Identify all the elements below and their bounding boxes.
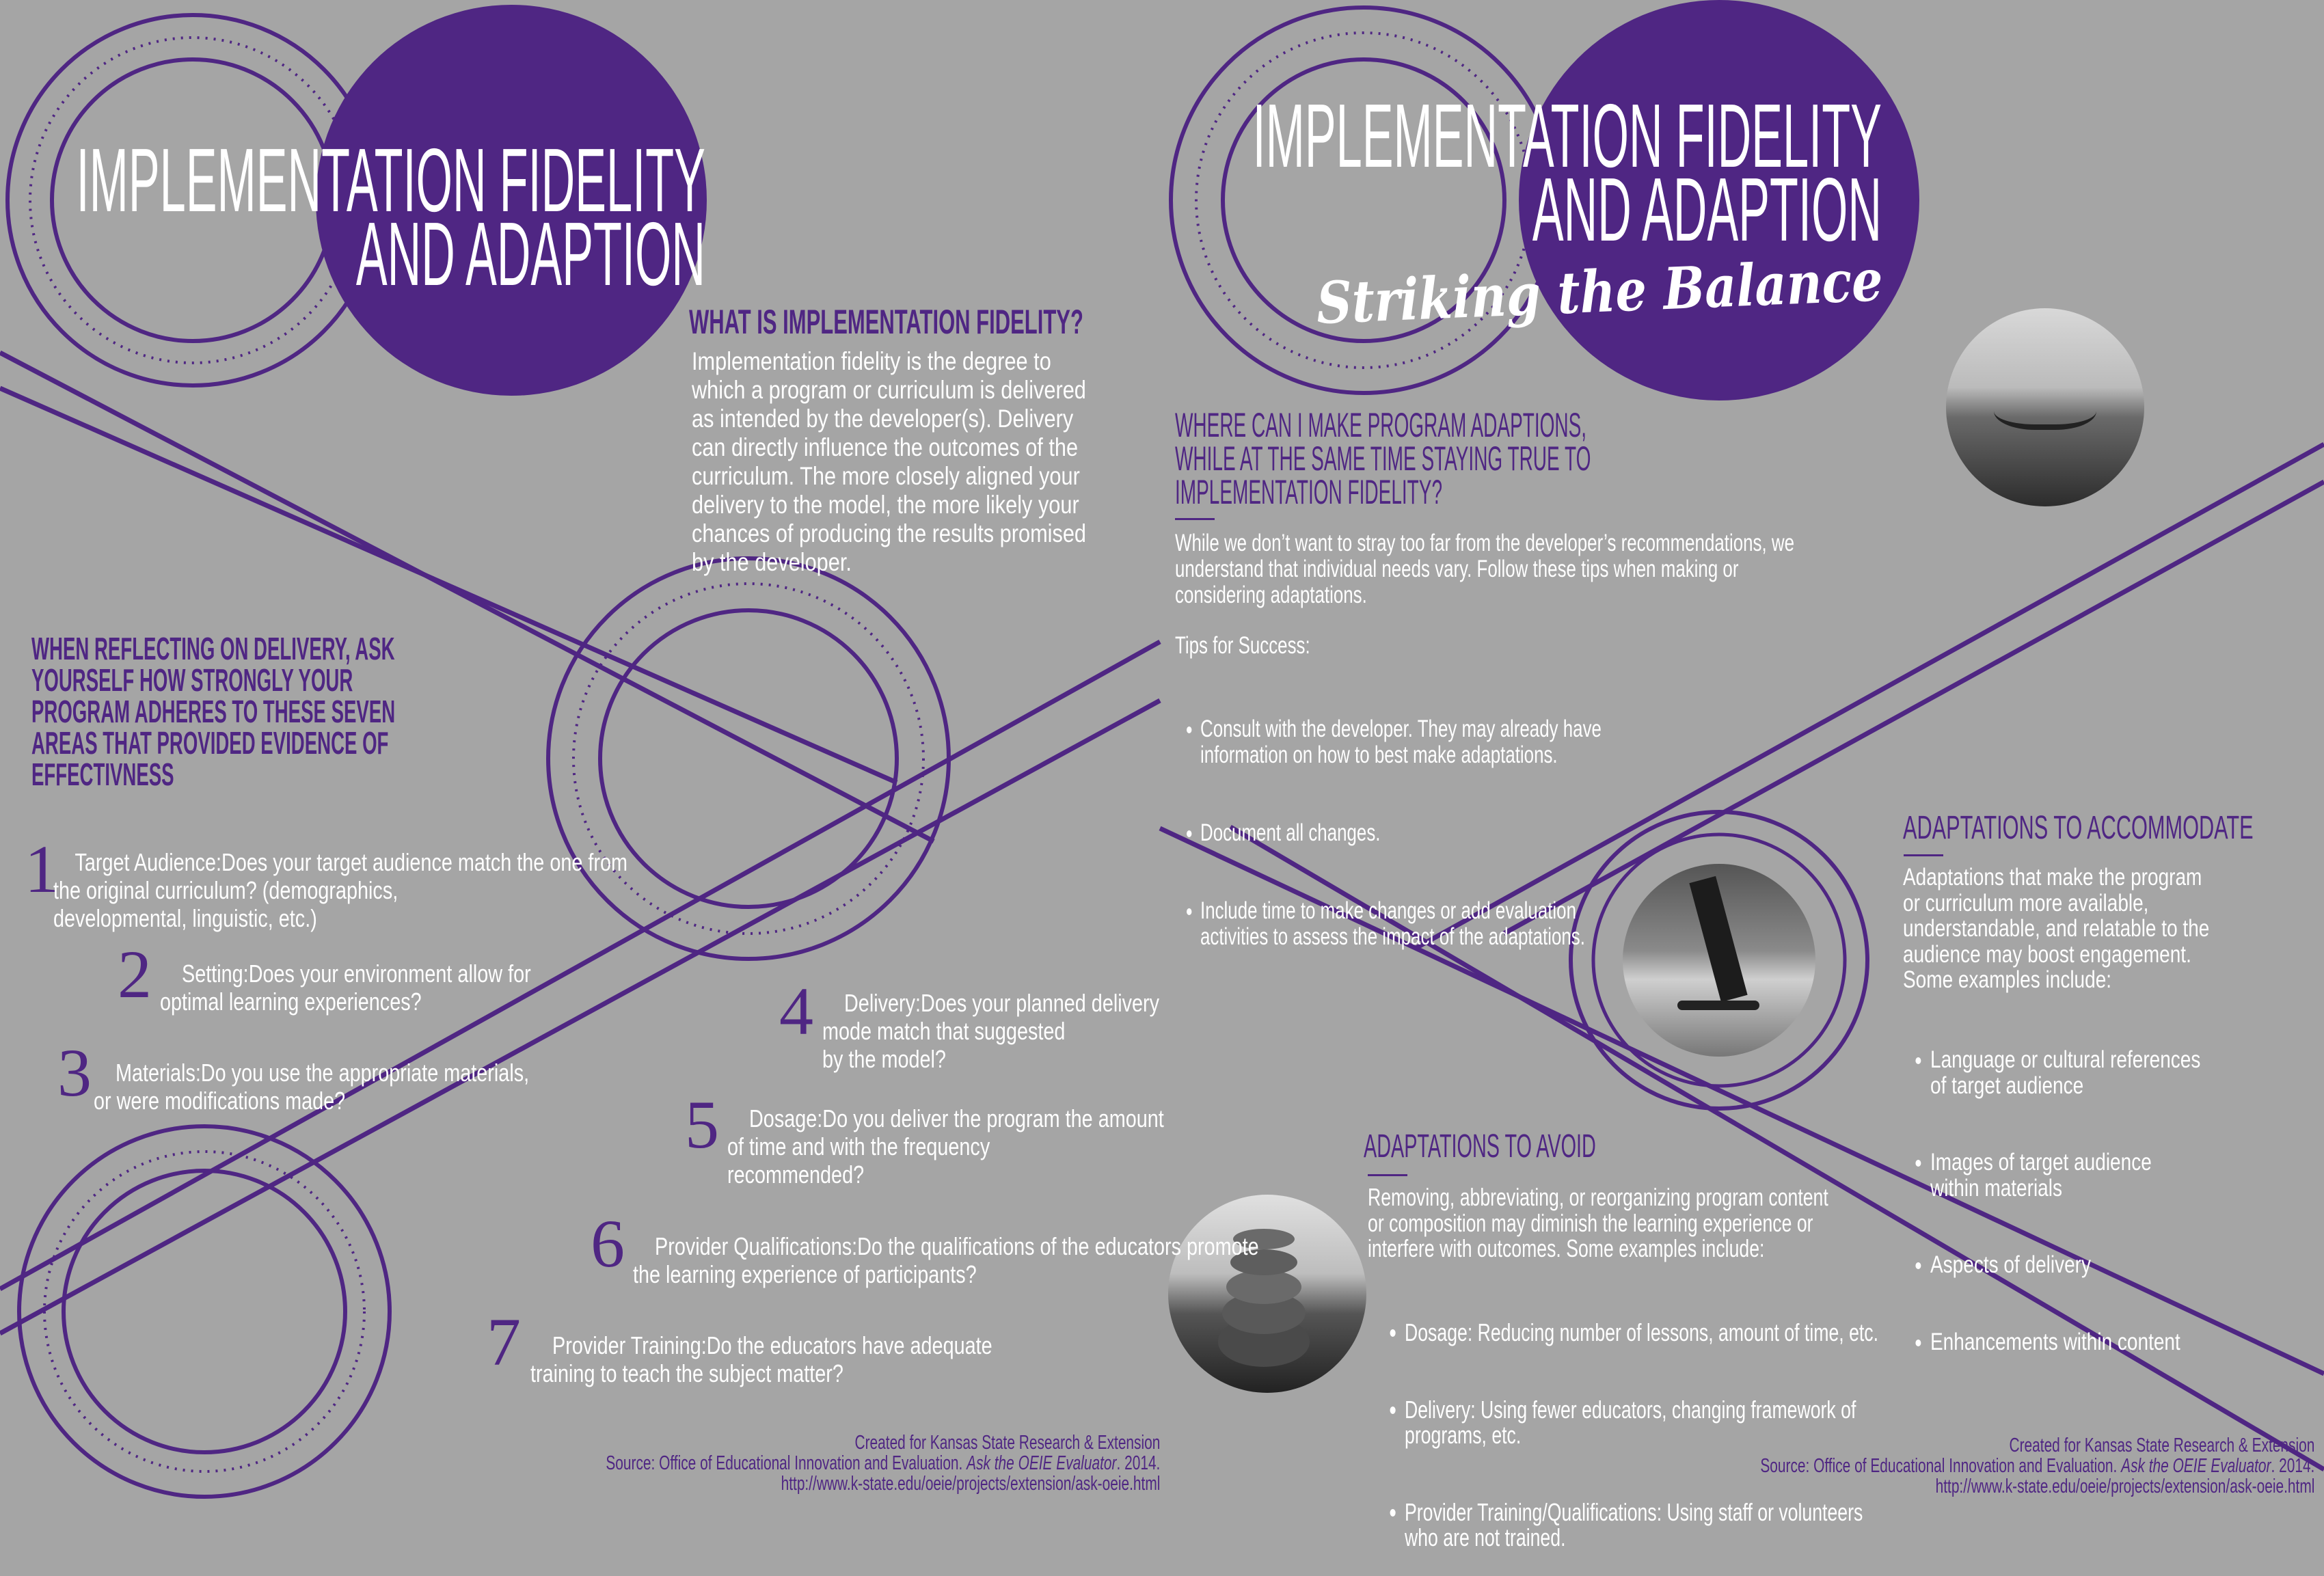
tip-item: Consult with the developer. They may alr… bbox=[1200, 716, 1602, 768]
diagonal-line bbox=[0, 698, 1161, 1336]
ring-dotted bbox=[43, 1150, 366, 1473]
area-number: 5 bbox=[685, 1087, 719, 1163]
divider bbox=[1368, 1174, 1407, 1176]
area-label: Delivery: bbox=[844, 989, 921, 1017]
avoid-item: Dosage: Reducing number of lessons, amou… bbox=[1405, 1320, 1878, 1346]
avoid-item: Provider Training/Qualifications: Using … bbox=[1405, 1499, 1878, 1551]
accommodate-body: Adaptations that make the program or cur… bbox=[1903, 864, 2210, 993]
ring-outer bbox=[1569, 810, 1869, 1111]
area-question: Do you deliver the program the amount of… bbox=[727, 1104, 1164, 1188]
area-label: Target Audience: bbox=[75, 848, 222, 876]
accommodate-heading: ADAPTATIONS TO ACCOMMODATE bbox=[1903, 810, 2254, 846]
footer-created: Created for Kansas State Research & Exte… bbox=[2009, 1435, 2314, 1456]
area-question: Does your environment allow for optimal … bbox=[160, 960, 531, 1016]
stacked-stones-photo bbox=[1168, 1195, 1366, 1393]
ring-inner bbox=[62, 1169, 347, 1454]
diagonal-line bbox=[1414, 441, 2324, 951]
area-number: 2 bbox=[118, 936, 152, 1012]
accommodate-item: Enhancements within content bbox=[1930, 1329, 2200, 1355]
diagonal-line bbox=[1159, 826, 2324, 1376]
area-label: Provider Training: bbox=[552, 1331, 707, 1359]
area-question: Do the qualifications of the educators p… bbox=[633, 1232, 1259, 1288]
area-number: 1 bbox=[25, 831, 59, 907]
diagonal-line bbox=[1229, 824, 2324, 1472]
diagonal-line bbox=[0, 350, 935, 844]
purple-disc bbox=[1519, 0, 1919, 400]
area-label: Materials: bbox=[116, 1059, 201, 1087]
diagonal-line bbox=[0, 639, 1161, 1292]
ring-inner bbox=[598, 608, 899, 909]
ring-outer bbox=[17, 1124, 392, 1499]
accommodate-item: Language or cultural references of targe… bbox=[1930, 1047, 2200, 1098]
footer-source: Source: Office of Educational Innovation… bbox=[606, 1452, 1160, 1474]
area-number: 7 bbox=[487, 1304, 521, 1380]
footer-url-link[interactable]: http://www.k-state.edu/oeie/projects/ext… bbox=[781, 1473, 1160, 1495]
area-label: Setting: bbox=[182, 960, 249, 988]
yoga-beach-photo bbox=[1946, 308, 2144, 506]
diagonal-line bbox=[0, 385, 898, 785]
where-heading: WHERE CAN I MAKE PROGRAM ADAPTIONS, WHIL… bbox=[1175, 406, 1591, 511]
footer-url-link[interactable]: http://www.k-state.edu/oeie/projects/ext… bbox=[1935, 1476, 2314, 1497]
avoid-body: Removing, abbreviating, or reorganizing … bbox=[1368, 1183, 1828, 1262]
avoid-list: Dosage: Reducing number of lessons, amou… bbox=[1379, 1268, 1878, 1576]
area-label: Provider Qualifications: bbox=[655, 1232, 858, 1260]
avoid-item: Delivery: Using fewer educators, changin… bbox=[1405, 1396, 1878, 1448]
divider bbox=[1904, 854, 1943, 856]
reflect-heading: WHEN REFLECTING ON DELIVERY, ASK YOURSEL… bbox=[31, 631, 396, 792]
skateboarder-photo bbox=[1623, 864, 1815, 1057]
footer-source-title: Ask the OEIE Evaluator bbox=[966, 1452, 1117, 1474]
left-footer: Created for Kansas State Research & Exte… bbox=[606, 1432, 1160, 1494]
where-body: While we don’t want to stray too far fro… bbox=[1175, 530, 1794, 608]
avoid-heading: ADAPTATIONS TO AVOID bbox=[1364, 1128, 1596, 1165]
footer-created: Created for Kansas State Research & Exte… bbox=[854, 1432, 1160, 1454]
divider bbox=[1175, 518, 1215, 520]
area-question: Does your target audience match the one … bbox=[53, 848, 627, 932]
footer-source-title: Ask the OEIE Evaluator bbox=[2120, 1455, 2271, 1477]
area-question: Do the educators have adequate training … bbox=[530, 1331, 992, 1387]
tips-list: Consult with the developer. They may alr… bbox=[1175, 664, 1602, 976]
area-question: Does your planned delivery mode match th… bbox=[822, 989, 1160, 1073]
what-is-heading: WHAT IS IMPLEMENTATION FIDELITY? bbox=[689, 303, 1083, 341]
left-main-title: IMPLEMENTATION FIDELITY AND ADAPTION bbox=[76, 130, 705, 304]
area-number: 6 bbox=[591, 1206, 625, 1281]
ring-inner bbox=[1221, 57, 1506, 343]
tips-label: Tips for Success: bbox=[1175, 632, 1310, 659]
footer-source: Source: Office of Educational Innovation… bbox=[1760, 1455, 2314, 1477]
ring-dotted bbox=[572, 582, 925, 935]
area-question: Do you use the appropriate materials, or… bbox=[94, 1059, 530, 1115]
purple-disc bbox=[316, 5, 707, 396]
tip-item: Document all changes. bbox=[1200, 820, 1602, 846]
area-number: 3 bbox=[57, 1035, 92, 1111]
decorative-graphics bbox=[0, 0, 2324, 1499]
accommodate-item: Images of target audience within materia… bbox=[1930, 1150, 2200, 1201]
right-main-title: IMPLEMENTATION FIDELITY AND ADAPTION bbox=[1252, 85, 1882, 260]
area-number: 4 bbox=[779, 973, 813, 1049]
accommodate-list: Language or cultural references of targe… bbox=[1903, 996, 2200, 1381]
area-label: Dosage: bbox=[749, 1104, 823, 1132]
ring-inner bbox=[1591, 832, 1847, 1088]
right-footer: Created for Kansas State Research & Exte… bbox=[1760, 1435, 2314, 1497]
what-is-body: Implementation fidelity is the degree to… bbox=[692, 347, 1086, 576]
tip-item: Include time to make changes or add eval… bbox=[1200, 898, 1602, 950]
diagonal-line bbox=[1502, 479, 2324, 936]
accommodate-item: Aspects of delivery bbox=[1930, 1252, 2200, 1278]
